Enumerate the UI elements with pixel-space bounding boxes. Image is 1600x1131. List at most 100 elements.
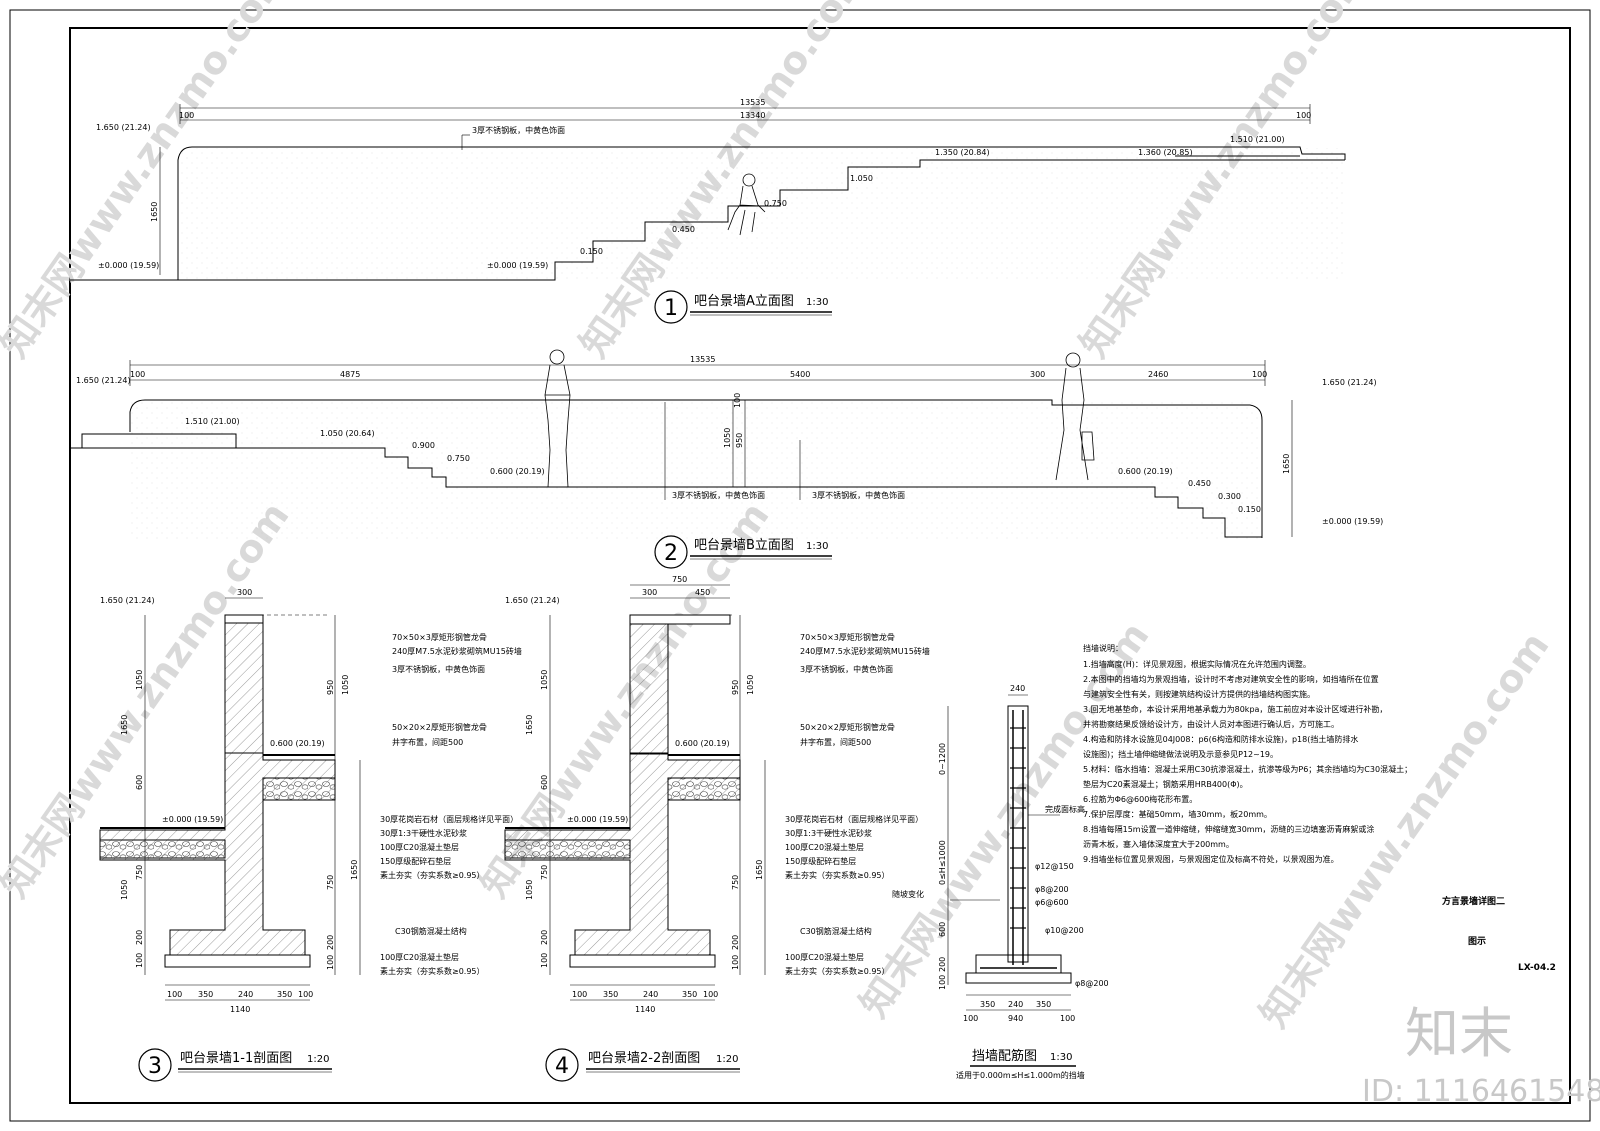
sec2-mid-level: 0.600 (20.19) — [675, 739, 730, 748]
sec1-note-0: 70×50×3厚矩形钢管龙骨 — [392, 632, 487, 642]
sec2-ground-level: ±0.000 (19.59) — [567, 815, 628, 824]
elev-a-dim-left: 100 — [179, 111, 194, 120]
sec1-note-1: 240厚M7.5水泥砂浆砌筑MU15砖墙 — [392, 646, 522, 656]
sec2-top-level: 1.650 (21.24) — [505, 596, 560, 605]
sec1-dim-b-3: 350 — [277, 990, 292, 999]
notes-line-11: 8.挡墙每隔15m设置一道伸缩缝，伸缩缝宽30mm，沥缝的三边填塞沥青麻絮或涂 — [1083, 824, 1374, 834]
sec2-note-12: 素土夯实（夯实系数≥0.95） — [785, 966, 890, 976]
sec1-dim-top: 300 — [237, 588, 252, 597]
rebar-dim-b-0: 100 — [963, 1014, 978, 1023]
rebar-title: 挡墙配筋图 1:30 — [970, 1048, 1076, 1067]
elev-a-level-0: 1.650 (21.24) — [96, 123, 151, 132]
sec2-dim-b-0: 100 — [572, 990, 587, 999]
sec1-dim-r-5: 100 — [326, 955, 335, 970]
elev-b-dim-seg-2: 5400 — [790, 370, 810, 379]
sec2-note-2: 3厚不锈钢板，中黄色饰面 — [800, 664, 893, 674]
elev-b-dim-seg-0: 100 — [130, 370, 145, 379]
elev-b-title: 吧台景墙B立面图 — [694, 538, 794, 553]
sec2-note-9: 素土夯实（夯实系数≥0.95） — [785, 870, 890, 880]
sec1-note-3: 50×20×2厚矩形钢管龙骨 — [392, 722, 487, 732]
sec1-note-10: C30钢筋混凝土结构 — [395, 926, 467, 936]
sec2-scale: 1:20 — [716, 1054, 738, 1065]
sec2-dim-b-3: 350 — [682, 990, 697, 999]
notes-line-10: 7.保护层厚度：基础50mm，墙30mm，板20mm。 — [1083, 809, 1272, 819]
sec2-note-8: 150厚级配碎石垫层 — [785, 856, 856, 866]
elev-a-dim-height: 1650 — [150, 202, 159, 222]
sec1-dim-l-3: 1050 — [120, 880, 129, 900]
elev-b-dim-seg-3: 300 — [1030, 370, 1045, 379]
sec1-note-12: 素土夯实（夯实系数≥0.95） — [380, 966, 485, 976]
sec2-dim-r-2: 1650 — [755, 860, 764, 880]
sec2-dim-l-4: 750 — [540, 865, 549, 880]
section-2-title: 4 吧台景墙2-2剖面图 1:20 — [545, 1048, 740, 1082]
section-1 — [99, 597, 361, 1001]
elev-b-level-5: 0.600 (20.19) — [490, 467, 545, 476]
elev-a-level-4: 0.450 — [672, 225, 695, 234]
rebar-subtitle: 适用于0.000m≤H≤1.000m的挡墙 — [956, 1070, 1085, 1080]
sec1-note-6: 30厚1:3干硬性水泥砂浆 — [380, 828, 467, 838]
sec1-dim-r-0: 950 — [326, 680, 335, 695]
sec2-title: 吧台景墙2-2剖面图 — [588, 1051, 700, 1066]
elev-a-title: 吧台景墙A立面图 — [694, 294, 794, 309]
sec1-dim-l-6: 100 — [135, 953, 144, 968]
elevation-a — [70, 104, 1346, 281]
sec2-dim-b-total: 1140 — [635, 1005, 655, 1014]
section-2-texts: 750 300 450 1.650 (21.24) 0.600 (20.19) … — [505, 575, 930, 1014]
elev-b-scale: 1:30 — [806, 541, 828, 552]
sec2-number: 4 — [555, 1054, 569, 1079]
sec2-note-0: 70×50×3厚矩形钢管龙骨 — [800, 632, 895, 642]
rebar-label-1: φ12@150 — [1035, 862, 1074, 871]
rebar-detail — [947, 694, 1072, 1011]
rebar-label-0: 完成面标高 — [1045, 804, 1085, 814]
elev-b-level-8: 0.300 — [1218, 492, 1241, 501]
brand-logo: 知末 ID: 1116461548 — [1362, 1002, 1600, 1109]
rebar-dim-top: 240 — [1010, 684, 1025, 693]
sec2-dim-b-4: 100 — [703, 990, 718, 999]
elev-a-level-7: 1.350 (20.84) — [935, 148, 990, 157]
sec2-note-5: 30厚花岗岩石材（面层规格详见平面） — [785, 814, 923, 824]
notes-line-5: 4.构造和防排水设施见04J008：p6(6构造和防排水设施)，p18(挡土墙防… — [1083, 734, 1358, 744]
elev-a-scale: 1:30 — [806, 297, 828, 308]
sec2-dim-top-1: 450 — [695, 588, 710, 597]
sec2-note-7: 100厚C20混凝土垫层 — [785, 842, 864, 852]
elev-b-dim-total: 13535 — [690, 355, 715, 364]
elevation-a-figure — [727, 173, 766, 236]
sec1-note-8: 150厚级配碎石垫层 — [380, 856, 451, 866]
logo-text: 知末 — [1405, 1002, 1513, 1065]
rebar-dim-l-4: 100 — [938, 975, 947, 990]
elev-b-level-3: 0.900 — [412, 441, 435, 450]
rebar-dim-l-3: 200 — [938, 957, 947, 972]
sec2-dim-l-5: 200 — [540, 930, 549, 945]
sec1-dim-r-2: 1650 — [350, 860, 359, 880]
sec1-dim-b-2: 240 — [238, 990, 253, 999]
elev-b-level-0: 1.650 (21.24) — [76, 376, 131, 385]
elevation-b-texts: 13535 100 4875 5400 300 2460 100 100 950… — [76, 355, 1383, 526]
sec2-dim-r-0: 950 — [731, 680, 740, 695]
sec2-dim-l-0: 1650 — [525, 715, 534, 735]
sec2-dim-l-3: 1050 — [525, 880, 534, 900]
elev-a-dim-right: 100 — [1296, 111, 1311, 120]
rebar-label-4: φ10@200 — [1045, 926, 1084, 935]
rebar-dim-b-2: 240 — [1008, 1000, 1023, 1009]
rebar-label-6: 随坡变化 — [892, 889, 924, 899]
rebar-dim-b-1: 350 — [980, 1000, 995, 1009]
elev-a-level-1: ±0.000 (19.59) — [98, 261, 159, 270]
sec1-dim-l-4: 750 — [135, 865, 144, 880]
sec1-note-4: 井字布置，间距500 — [392, 737, 463, 747]
rebar-texts: 240 0~1200 0≤H≤1000 600 200 100 100 350 … — [892, 684, 1109, 1080]
rebar-dim-b-3: 350 — [1036, 1000, 1051, 1009]
sec2-note-4: 井字布置，间距500 — [800, 737, 871, 747]
elev-a-level-2: ±0.000 (19.59) — [487, 261, 548, 270]
sheet-number: LX-04.2 — [1518, 963, 1556, 973]
rebar-label-2: φ8@200 — [1035, 885, 1069, 894]
elev-b-dim-h-3: 1650 — [1282, 454, 1291, 474]
elevation-a-texts: 13535 13340 100 100 1650 3厚不锈钢板，中黄色饰面 1.… — [96, 98, 1311, 270]
elev-a-level-9: 1.510 (21.00) — [1230, 135, 1285, 144]
id-text: ID: 1116461548 — [1362, 1074, 1600, 1109]
elev-b-level-11: ±0.000 (19.59) — [1322, 517, 1383, 526]
sec1-title: 吧台景墙1-1剖面图 — [180, 1051, 292, 1066]
sec2-dim-top-0: 300 — [642, 588, 657, 597]
notes-line-8: 垫层为C20素混凝土；钢筋采用HRB400(Φ)。 — [1083, 779, 1248, 789]
sec2-dim-l-6: 100 — [540, 953, 549, 968]
